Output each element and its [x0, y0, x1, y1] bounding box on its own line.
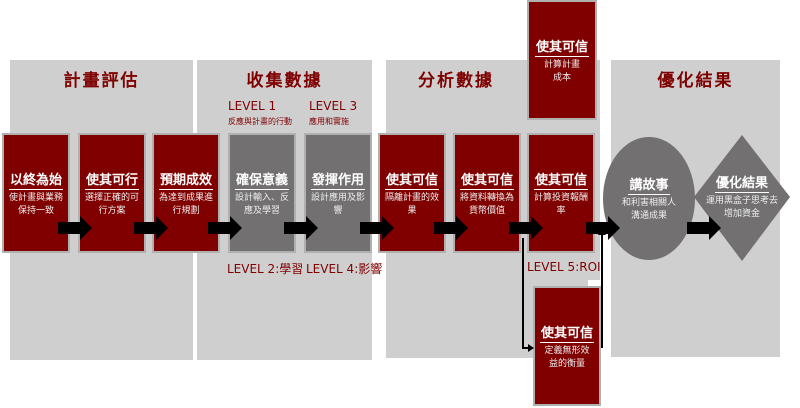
box-subtitle: 將資料轉換為貨幣價值	[460, 192, 515, 216]
level-2-label: LEVEL 2:學習	[227, 262, 304, 276]
process-box-2: 使其可行選擇正確的可行方案	[78, 133, 146, 253]
box-title: 使其可信	[459, 169, 514, 190]
box-title: 使其可信	[384, 169, 439, 190]
box-title: 發揮作用	[310, 169, 365, 190]
process-box-4: 確保意義設計輸入、反應及學習	[228, 133, 296, 253]
box-subtitle: 選擇正確的可行方案	[85, 192, 140, 216]
process-box-5: 發揮作用設計應用及影響	[304, 133, 372, 253]
box-subtitle: 設計輸入、反應及學習	[235, 192, 290, 216]
storytelling-ellipse: 講故事 和利害相關人溝通成果	[603, 137, 695, 260]
bottom-box-intangibles: 使其可信 定義無形效益的衡量	[533, 286, 601, 406]
level-1-label: LEVEL 1	[228, 99, 277, 113]
process-box-3: 預期成效為達到成果進行規劃	[152, 133, 220, 253]
process-box-7: 使其可信將資料轉換為貨幣價值	[453, 133, 521, 253]
box-subtitle: 計算投資報酬率	[534, 192, 589, 216]
box-subtitle: 為達到成果進行規劃	[159, 192, 214, 216]
optimize-diamond-text: 優化結果 運用黑盒子思考去增加資金	[704, 172, 780, 221]
process-box-8: 使其可信計算投資報酬率	[527, 133, 595, 253]
box-title: 使其可信	[533, 169, 588, 190]
box-subtitle: 設計應用及影響	[311, 192, 366, 216]
level-3-sub: 應用和實施	[309, 117, 349, 126]
diamond-shape	[694, 135, 790, 261]
box-title: 預期成效	[158, 169, 213, 190]
process-box-1: 以終為始使計畫與業務保持一致	[2, 133, 70, 253]
level-4-label: LEVEL 4:影響	[306, 262, 383, 276]
level-5-label: LEVEL 5:ROI	[527, 260, 601, 274]
level-3-label: LEVEL 3	[309, 99, 358, 113]
box-title: 以終為始	[8, 169, 63, 190]
box-subtitle: 隔離計畫的效果	[385, 192, 440, 216]
box-title: 確保意義	[234, 169, 289, 190]
box-subtitle: 使計畫與業務保持一致	[9, 192, 64, 216]
top-box-cost: 使其可信 計算計畫成本	[527, 0, 597, 120]
level-1-sub: 反應與計畫的行動	[228, 117, 292, 126]
box-title: 使其可行	[84, 169, 139, 190]
process-box-6: 使其可信隔離計畫的效果	[378, 133, 446, 253]
